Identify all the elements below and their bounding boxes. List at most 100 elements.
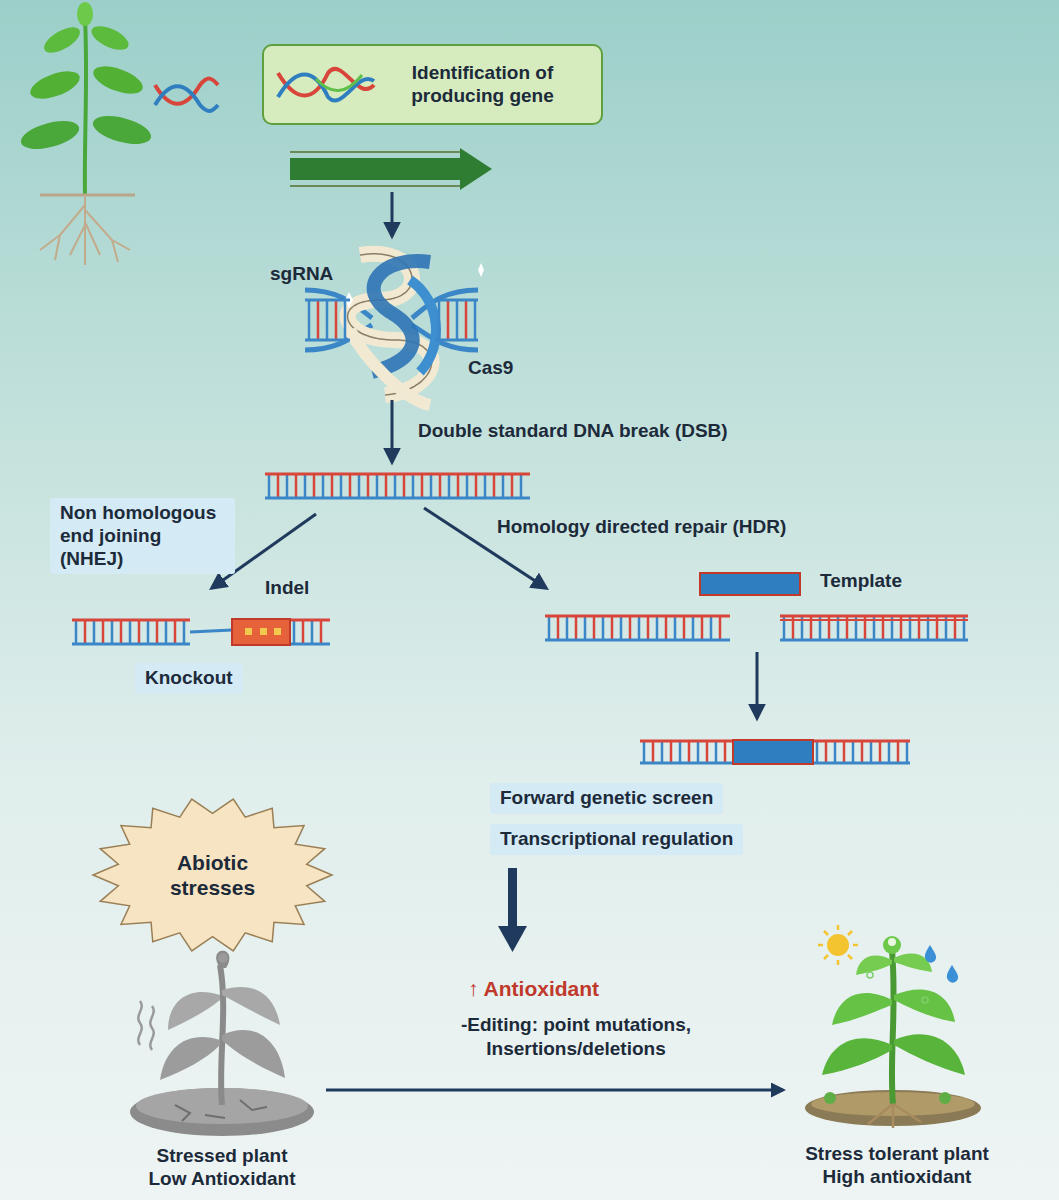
- process-label: Knockout: [135, 663, 243, 694]
- base-pair: [358, 474, 361, 498]
- base-pair: [834, 741, 837, 763]
- base-pair: [647, 616, 650, 640]
- process-box: Identification of producing gene: [262, 44, 603, 125]
- flow-connector: [326, 1089, 783, 1092]
- base-pair: [293, 620, 296, 644]
- strand: [290, 619, 330, 622]
- base-pair: [268, 474, 271, 498]
- base-pair: [493, 474, 496, 498]
- flow-arrow: [391, 400, 394, 462]
- base-pair: [385, 474, 388, 498]
- strand: [640, 762, 733, 765]
- node-text: Stressed plant: [122, 1145, 322, 1168]
- base-pair: [376, 474, 379, 498]
- strand: [290, 643, 330, 646]
- strand: [72, 619, 190, 622]
- base-pair: [575, 616, 578, 640]
- base-pair: [843, 741, 846, 763]
- base-pair: [412, 474, 415, 498]
- flow-arrow: [391, 192, 394, 236]
- base-pair: [620, 616, 623, 640]
- process-label: Transcriptional regulation: [490, 824, 743, 855]
- base-pair: [147, 620, 150, 644]
- base-pair: [165, 620, 168, 644]
- base-pair: [474, 300, 477, 340]
- strand: [780, 639, 968, 642]
- strand: [305, 299, 350, 302]
- base-pair: [670, 741, 673, 763]
- base-pair: [403, 474, 406, 498]
- base-pair: [879, 741, 882, 763]
- base-pair: [816, 741, 819, 763]
- base-pair: [692, 616, 695, 640]
- base-pair: [861, 741, 864, 763]
- indel-block: [232, 619, 290, 645]
- strand: [780, 619, 968, 621]
- node-text: Stress tolerant plant: [787, 1143, 1007, 1166]
- base-pair: [888, 741, 891, 763]
- base-pair: [304, 474, 307, 498]
- base-pair: [308, 300, 311, 340]
- base-pair: [84, 620, 87, 644]
- diagram-label: ↑ Antioxidant: [468, 976, 599, 1002]
- base-pair: [906, 741, 909, 763]
- base-pair: [466, 474, 469, 498]
- base-pair: [174, 620, 177, 644]
- dna-ladder: [813, 741, 910, 763]
- base-pair: [715, 741, 718, 763]
- process-label: Non homologous end joining (NHEJ): [50, 498, 235, 574]
- node-text: High antioxidant: [787, 1166, 1007, 1189]
- base-pair: [102, 620, 105, 644]
- base-pair: [156, 620, 159, 644]
- base-pair: [340, 474, 343, 498]
- flow-arrow: [756, 652, 759, 718]
- base-pair: [302, 620, 305, 644]
- diagram-label: Cas9: [468, 356, 513, 380]
- strand: [265, 497, 530, 500]
- base-pair: [665, 616, 668, 640]
- process-label: Forward genetic screen: [490, 783, 723, 814]
- dna-ladder: [72, 620, 190, 644]
- node-text: Abiotic stresses: [158, 850, 268, 900]
- base-pair: [557, 616, 560, 640]
- base-pair: [548, 616, 551, 640]
- gene-arrow: [290, 148, 492, 190]
- base-pair: [457, 474, 460, 498]
- base-pair: [311, 620, 314, 644]
- base-pair: [629, 616, 632, 640]
- base-pair: [724, 741, 727, 763]
- base-pair: [394, 474, 397, 498]
- base-pair: [317, 300, 320, 340]
- base-pair: [652, 741, 655, 763]
- base-pair: [870, 741, 873, 763]
- dna-ladder: [290, 620, 330, 644]
- flow-arrow-head: [498, 926, 527, 952]
- dna-ladder: [545, 616, 730, 640]
- base-pair: [286, 474, 289, 498]
- base-pair: [326, 300, 329, 340]
- base-pair: [719, 616, 722, 640]
- base-pair: [295, 474, 298, 498]
- plant-figure: Stressed plantLow Antioxidant: [122, 945, 322, 1191]
- strand: [780, 615, 968, 618]
- base-pair: [674, 616, 677, 640]
- base-pair: [447, 300, 450, 340]
- strand: [265, 473, 530, 476]
- base-pair: [111, 620, 114, 644]
- dna-ladder: [640, 741, 733, 763]
- strand: [640, 740, 733, 743]
- base-pair: [344, 300, 347, 340]
- base-pair: [349, 474, 352, 498]
- base-pair: [710, 616, 713, 640]
- strand: [545, 639, 730, 642]
- diagram-label: Indel: [265, 576, 309, 600]
- base-pair: [643, 741, 646, 763]
- node-text: Identification of producing gene: [388, 62, 578, 108]
- indel-dot: [245, 628, 252, 635]
- strand: [316, 75, 362, 91]
- base-pair: [656, 616, 659, 640]
- tolerant-plant: [805, 925, 981, 1128]
- base-pair: [602, 616, 605, 640]
- base-pair: [93, 620, 96, 644]
- base-pair: [465, 300, 468, 340]
